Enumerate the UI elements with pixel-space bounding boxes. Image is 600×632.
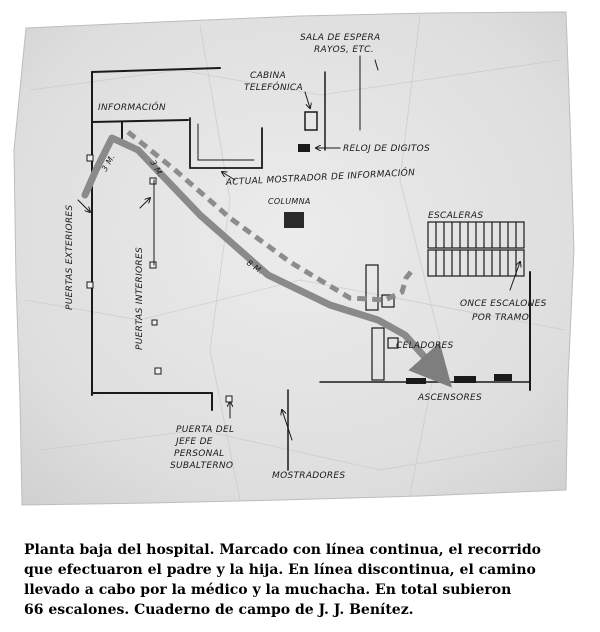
label-celadores: CELADORES bbox=[396, 341, 454, 351]
phone-pointer bbox=[304, 91, 310, 108]
hospital-floor-plan-sketch: SALA DE ESPERA RAYOS, ETC. CABINA TELEFÓ… bbox=[13, 11, 575, 506]
label-mostradores: MOSTRADORES bbox=[272, 471, 345, 481]
exterior-door-arrow bbox=[77, 199, 90, 212]
label-exterior-doors: PUERTAS EXTERIORES bbox=[65, 205, 75, 310]
interior-door-arrow bbox=[139, 198, 150, 209]
jefe-door-post bbox=[225, 395, 233, 403]
label-information: INFORMACIÓN bbox=[98, 101, 166, 113]
telephone-booth bbox=[304, 111, 318, 131]
label-jefe-4: SUBALTERNO bbox=[170, 461, 233, 471]
label-interior-doors: PUERTAS INTERIORES bbox=[135, 247, 145, 350]
information-counter bbox=[189, 117, 263, 169]
label-clock: RELOJ DE DIGITOS bbox=[343, 144, 430, 154]
label-booth-2: TELEFÓNICA bbox=[244, 81, 303, 93]
label-jefe-3: PERSONAL bbox=[174, 449, 224, 459]
paper-creases bbox=[24, 14, 566, 501]
label-waiting-room-1: SALA DE ESPERA bbox=[300, 33, 381, 43]
column bbox=[284, 212, 304, 228]
label-jefe-2: JEFE DE bbox=[174, 437, 213, 447]
label-stairs: ESCALERAS bbox=[428, 211, 483, 221]
caption: Planta baja del hospital. Marcado con lí… bbox=[24, 540, 584, 620]
caption-line-3: llevado a cabo por la médico y la muchac… bbox=[24, 582, 512, 598]
clock-box bbox=[298, 144, 310, 152]
mostradores-pointer bbox=[282, 410, 293, 441]
label-elevators: ASCENSORES bbox=[417, 393, 482, 403]
door-posts bbox=[86, 154, 162, 375]
label-waiting-room-2: RAYOS, ETC. bbox=[314, 45, 374, 55]
stairs-pointer bbox=[509, 262, 520, 291]
route-solid bbox=[81, 134, 452, 388]
caption-line-1: Planta baja del hospital. Marcado con lí… bbox=[24, 542, 541, 558]
counter-pointer bbox=[222, 172, 236, 181]
label-eleven-steps-1: ONCE ESCALONES bbox=[460, 299, 547, 309]
label-booth-1: CABINA bbox=[250, 71, 286, 81]
label-eleven-steps-2: POR TRAMO bbox=[472, 313, 529, 323]
label-column: COLUMNA bbox=[268, 197, 311, 206]
route-dashed bbox=[126, 130, 416, 303]
caption-line-2: que efectuaron el padre y la hija. En lí… bbox=[24, 562, 536, 578]
caption-line-4: 66 escalones. Cuaderno de campo de J. J.… bbox=[24, 602, 414, 618]
stairs bbox=[427, 221, 525, 277]
celadores-counters bbox=[365, 264, 399, 381]
information-counter-inner bbox=[197, 123, 255, 161]
label-jefe-1: PUERTA DEL bbox=[176, 425, 234, 435]
waiting-room-arrow bbox=[374, 59, 379, 71]
